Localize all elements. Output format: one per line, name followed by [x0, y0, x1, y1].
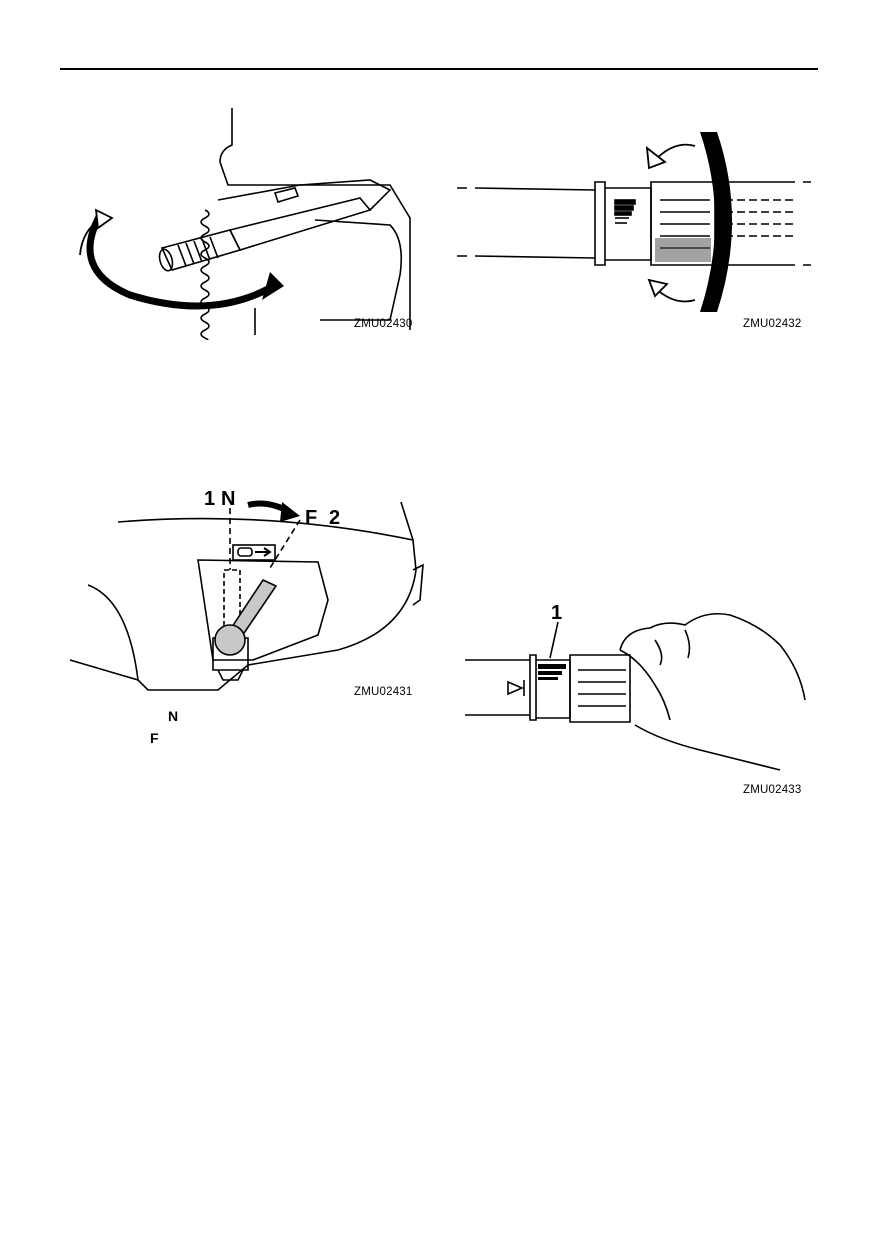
shift-lever-drawing — [69, 500, 424, 691]
callout-n: N — [221, 488, 236, 510]
throttle-grip-drawing — [457, 132, 811, 312]
figure-code-zmu02433: ZMU02433 — [743, 784, 802, 796]
figure-code-zmu02431: ZMU02431 — [354, 686, 413, 698]
callout-1: 1 — [204, 488, 216, 510]
figure-code-zmu02432: ZMU02432 — [743, 318, 802, 330]
side-label-n: N — [168, 708, 179, 724]
side-label-f: F — [150, 730, 159, 746]
header-rule — [60, 68, 818, 70]
throttle-grip-hand-drawing — [465, 612, 806, 771]
figure-code-zmu02430: ZMU02430 — [354, 318, 413, 330]
figure-throttle-grip-rotation — [455, 120, 815, 320]
callout-2: 2 — [329, 507, 341, 529]
callout-1-grip: 1 — [551, 602, 563, 624]
figure-throttle-grip-hand — [460, 600, 810, 780]
figure-tiller-handle — [70, 100, 430, 340]
callout-f: F — [305, 507, 318, 529]
tiller-handle-drawing — [79, 108, 411, 340]
figure-shift-lever — [68, 490, 428, 710]
